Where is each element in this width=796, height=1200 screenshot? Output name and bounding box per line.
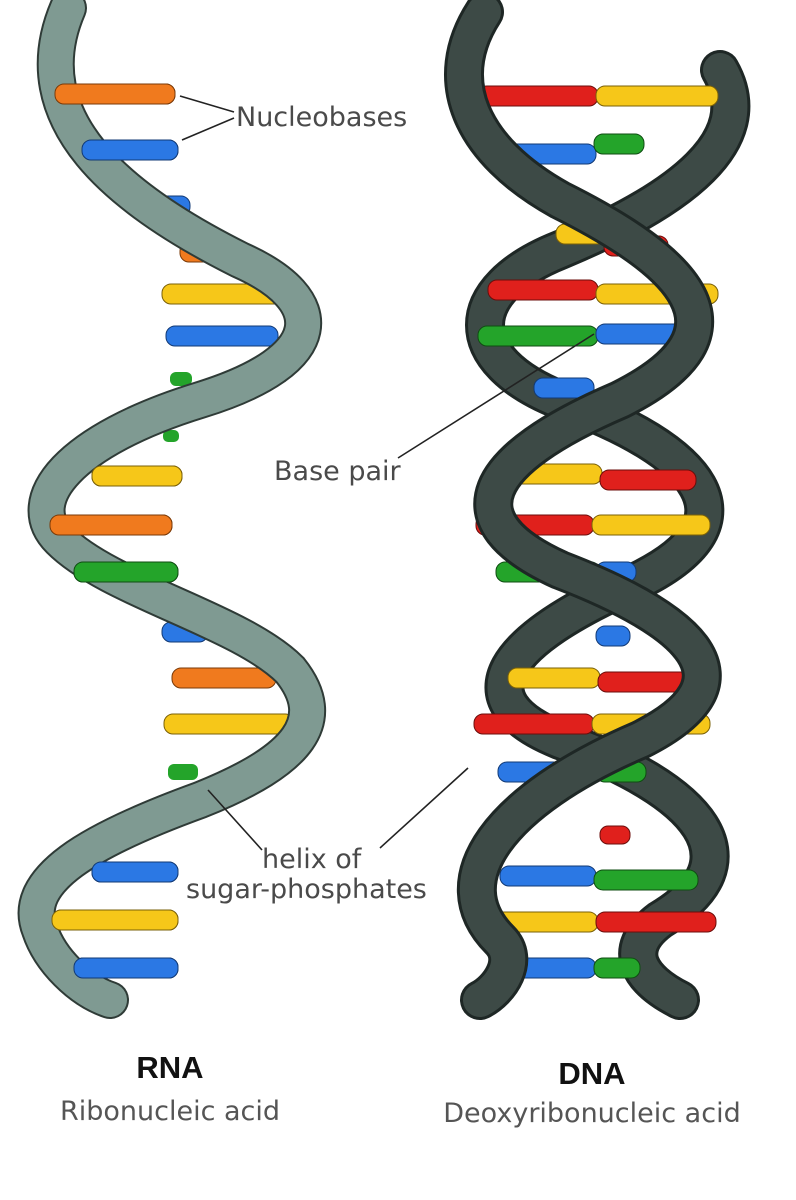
dna-base-red (599, 825, 631, 845)
rna-base-orange (49, 514, 173, 536)
helix-label-line1: helix of (262, 844, 363, 875)
dna-base-red (473, 713, 595, 735)
dna-base-blue (499, 865, 597, 887)
helix-pointer-rna (207, 789, 263, 851)
base-pair-pointer (397, 333, 595, 459)
helix-pointer-dna (379, 767, 469, 849)
dna-base-green (593, 957, 641, 979)
annotation-lines (179, 95, 595, 851)
dna-base-red (477, 85, 599, 107)
rna-title: RNA (136, 1050, 203, 1085)
nucleobases-pointer (179, 95, 235, 113)
dna-base-blue (595, 625, 631, 647)
dna-base-red (599, 469, 697, 491)
rna-base-yellow (51, 909, 179, 931)
rna-subtitle: Ribonucleic acid (60, 1096, 280, 1127)
rna-base-green (168, 764, 198, 780)
rna-base-green (163, 430, 179, 442)
dna-base-red (595, 911, 717, 933)
rna-base-orange (171, 667, 277, 689)
rna-base-blue (91, 861, 179, 883)
dna-base-green (593, 133, 645, 155)
nucleobases-label: Nucleobases (236, 102, 407, 133)
dna-base-yellow (507, 667, 601, 689)
rna-base-green (73, 561, 179, 583)
rna-base-orange (54, 83, 176, 105)
dna-structure (444, 0, 751, 1020)
rna-base-yellow (91, 465, 183, 487)
dna-base-green (593, 869, 699, 891)
rna-backbone-strand-fill (19, 0, 325, 1017)
rna-base-yellow (163, 713, 295, 735)
dna-backbone-strand-front-fill (447, 0, 719, 1017)
rna-base-blue (81, 139, 179, 161)
nucleobases-pointer (181, 117, 235, 141)
dna-base-yellow (595, 85, 719, 107)
base-pair-label: Base pair (274, 456, 402, 487)
dna-base-yellow (591, 514, 711, 536)
helix-label-line2: sugar-phosphates (186, 874, 427, 905)
rna-structure (17, 0, 327, 1019)
dna-subtitle: Deoxyribonucleic acid (443, 1098, 740, 1129)
dna-backbone-strand-back-fill (468, 53, 748, 1017)
dna-title: DNA (558, 1056, 625, 1091)
rna-base-blue (165, 325, 279, 347)
dna-base-blue (533, 377, 595, 399)
dna-base-red (487, 279, 599, 301)
rna-base-blue (73, 957, 179, 979)
rna-base-green (170, 372, 192, 386)
